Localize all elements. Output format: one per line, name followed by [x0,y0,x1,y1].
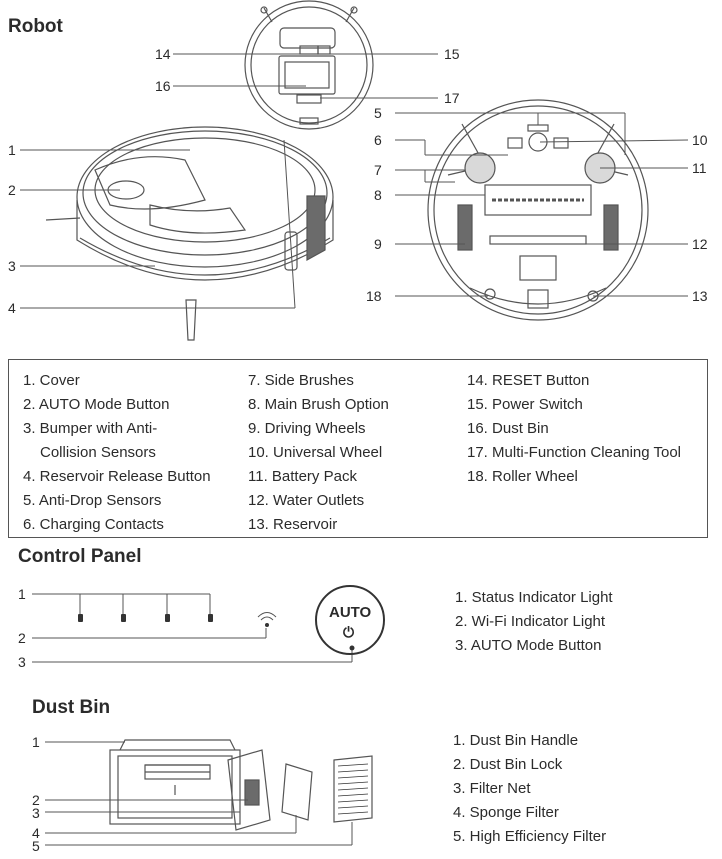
robot-top-view-figure [244,0,374,130]
legend-item-reservoir-release: 4. Reservoir Release Button [23,468,211,485]
db-callout-5: 5 [32,838,40,854]
db-callout-2: 2 [32,792,40,808]
legend-item-main-brush: 8. Main Brush Option [248,396,389,413]
legend-item-reservoir: 13. Reservoir [248,516,338,533]
legend-item-driving-wheels: 9. Driving Wheels [248,420,366,437]
dust-bin-section-title: Dust Bin [32,697,111,718]
robot-bottom-view-figure [427,99,649,321]
legend-item-side-brushes: 7. Side Brushes [248,372,354,389]
legend-item-auto-mode-button: 2. AUTO Mode Button [23,396,170,413]
callout-14: 14 [155,46,171,62]
parts-legend-column-2: 7. Side Brushes 8. Main Brush Option 9. … [248,369,389,537]
callout-4: 4 [8,300,16,316]
legend-item-bumper-cont: Collision Sensors [40,444,156,461]
db-legend-handle: 1. Dust Bin Handle [453,732,579,749]
legend-item-reset-button: 14. RESET Button [467,372,590,389]
cp-legend-wifi-light: 2. Wi-Fi Indicator Light [455,613,606,630]
legend-item-water-outlets: 12. Water Outlets [248,492,365,509]
auto-label: AUTO [329,604,372,621]
callout-18: 18 [366,288,382,304]
legend-item-cover: 1. Cover [23,372,80,389]
callout-10: 10 [692,132,708,148]
robot-section-title: Robot [8,16,63,37]
db-callout-4: 4 [32,825,40,841]
db-callout-3: 3 [32,805,40,821]
legend-item-anti-drop: 5. Anti-Drop Sensors [23,492,162,509]
control-panel-section-title: Control Panel [18,546,142,567]
callout-2: 2 [8,182,16,198]
cp-legend-status-light: 1. Status Indicator Light [455,589,613,606]
db-legend-hepa: 5. High Efficiency Filter [453,828,607,845]
callout-13: 13 [692,288,708,304]
dust-bin-legend: 1. Dust Bin Handle 2. Dust Bin Lock 3. F… [453,729,606,849]
callout-6: 6 [374,132,382,148]
callout-5: 5 [374,105,382,121]
legend-item-cleaning-tool: 17. Multi-Function Cleaning Tool [467,444,682,461]
power-icon: ⏻ [343,624,355,640]
db-legend-lock: 2. Dust Bin Lock [453,756,563,773]
legend-item-bumper: 3. Bumper with Anti- [23,420,158,437]
parts-legend-column-3: 14. RESET Button 15. Power Switch 16. Du… [467,369,681,489]
callout-12: 12 [692,236,708,252]
cp-callout-2: 2 [18,630,26,646]
callout-16: 16 [155,78,171,94]
callout-3: 3 [8,258,16,274]
cp-callout-1: 1 [18,586,26,602]
legend-item-dust-bin: 16. Dust Bin [467,420,549,437]
callout-1: 1 [8,142,16,158]
callout-17: 17 [444,90,460,106]
db-callout-1: 1 [32,734,40,750]
callout-9: 9 [374,236,382,252]
legend-item-universal-wheel: 10. Universal Wheel [248,444,383,461]
legend-item-battery-pack: 11. Battery Pack [248,468,357,485]
control-panel-legend: 1. Status Indicator Light 2. Wi-Fi Indic… [455,586,613,658]
callout-11: 11 [692,160,707,176]
cp-callout-3: 3 [18,654,26,670]
auto-mode-button[interactable]: AUTO ⏻ [316,586,384,654]
callout-15: 15 [444,46,460,62]
db-legend-filter-net: 3. Filter Net [453,780,531,797]
parts-legend-box: 1. Cover 2. AUTO Mode Button 3. Bumper w… [8,359,708,538]
callout-7: 7 [374,162,382,178]
legend-item-roller-wheel: 18. Roller Wheel [467,468,578,485]
legend-item-power-switch: 15. Power Switch [467,396,583,413]
callout-8: 8 [374,187,382,203]
db-legend-sponge: 4. Sponge Filter [453,804,559,821]
robot-callout-leaders [20,53,689,309]
cp-legend-auto-button: 3. AUTO Mode Button [455,637,602,654]
parts-legend-column-1: 1. Cover 2. AUTO Mode Button 3. Bumper w… [23,369,211,537]
legend-item-charging-contacts: 6. Charging Contacts [23,516,164,533]
